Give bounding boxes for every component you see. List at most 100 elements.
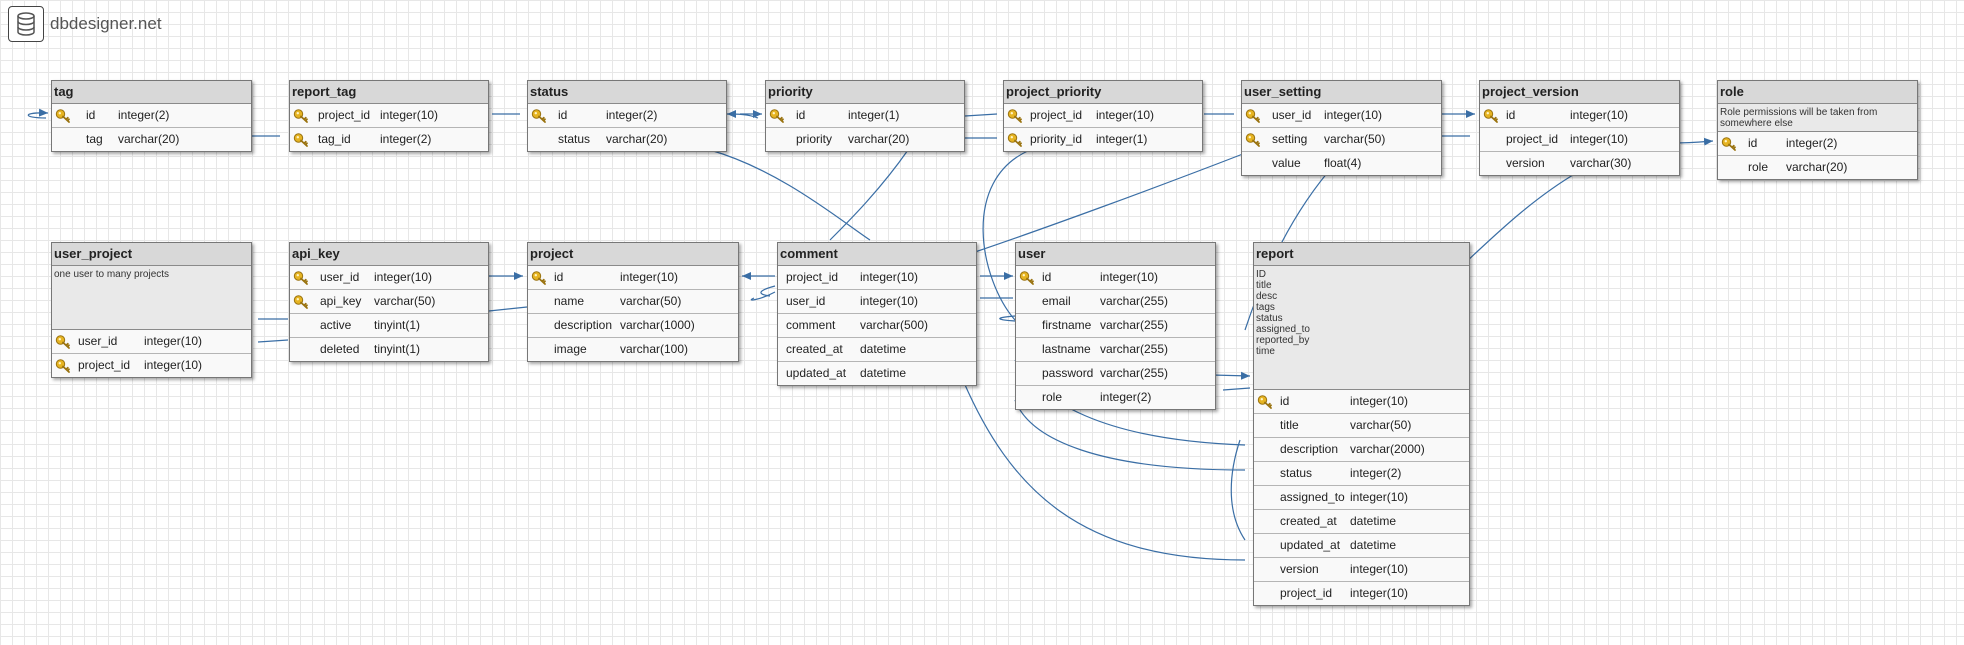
key-icon	[1018, 266, 1036, 289]
column-type: varchar(50)	[1324, 132, 1386, 146]
table-title[interactable]: report_tag	[290, 81, 488, 104]
column-type: integer(10)	[1350, 394, 1409, 408]
table-title[interactable]: status	[528, 81, 726, 104]
key-icon	[54, 104, 72, 127]
column-type: integer(10)	[1100, 270, 1159, 284]
table-title[interactable]: user_setting	[1242, 81, 1441, 104]
table-title[interactable]: project_priority	[1004, 81, 1202, 104]
table-title[interactable]: tag	[52, 81, 251, 104]
column-name: priority_id	[1030, 132, 1083, 146]
key-icon	[292, 266, 310, 289]
column-name: updated_at	[786, 366, 847, 380]
table-title[interactable]: priority	[766, 81, 964, 104]
column-name: tag_id	[318, 132, 351, 146]
column-type: integer(2)	[1100, 390, 1152, 404]
table-row[interactable]: id integer(10)	[1016, 266, 1215, 290]
table-title[interactable]: comment	[778, 243, 976, 266]
table-title[interactable]: user_project	[52, 243, 251, 266]
column-type: varchar(2000)	[1350, 442, 1425, 456]
column-type: integer(10)	[144, 334, 203, 348]
column-name: id	[1042, 270, 1052, 284]
column-name: id	[86, 108, 96, 122]
link-project_priority-priority	[964, 113, 998, 117]
column-type: datetime	[1350, 514, 1397, 528]
table-title[interactable]: user	[1016, 243, 1215, 266]
key-icon	[54, 330, 72, 353]
table-title[interactable]: report	[1254, 243, 1469, 266]
column-name: name	[554, 294, 585, 308]
app-logo[interactable]: dbdesigner.net	[8, 6, 162, 42]
link-user_project-api_key-2	[257, 339, 289, 343]
column-type: float(4)	[1324, 156, 1362, 170]
column-name: project_id	[786, 270, 839, 284]
table-title[interactable]: project	[528, 243, 738, 266]
key-icon	[1256, 390, 1274, 413]
table-title[interactable]: project_version	[1480, 81, 1679, 104]
table-title[interactable]: api_key	[290, 243, 488, 266]
table-title[interactable]: role	[1718, 81, 1917, 104]
